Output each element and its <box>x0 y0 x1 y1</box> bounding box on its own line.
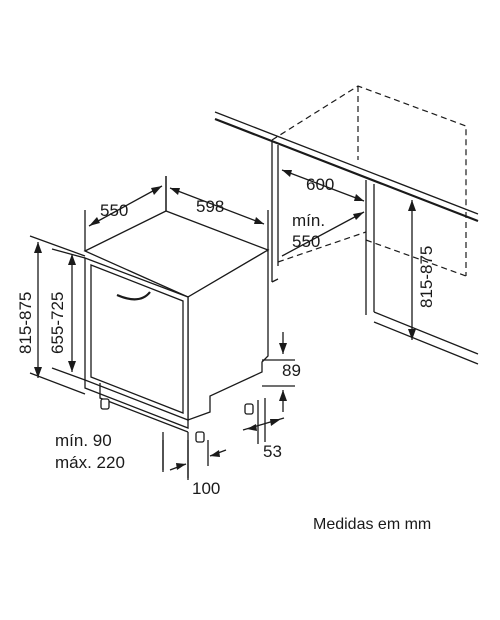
dimension-niche-width: 600 <box>281 169 365 202</box>
label-width: 598 <box>196 197 224 216</box>
label-unit-height: 815-875 <box>16 292 35 354</box>
label-plinth-recess: 53 <box>263 442 282 461</box>
dimension-unit-height: 815-875 <box>16 235 86 395</box>
label-niche-height: 815-875 <box>417 246 436 308</box>
label-niche-width: 600 <box>306 175 334 194</box>
dishwasher-body <box>83 210 270 443</box>
label-niche-depth-value: 550 <box>292 232 320 251</box>
label-plinth-height: 89 <box>282 361 301 380</box>
dimension-width: 598 <box>165 176 269 250</box>
label-niche-depth-prefix: mín. <box>292 211 325 230</box>
dimension-niche-depth: mín. 550 <box>281 211 365 257</box>
caption-units: Medidas em mm <box>313 516 431 533</box>
dimension-door-gap: mín. 90 máx. 220 <box>55 431 189 480</box>
label-door-gap-min: mín. 90 <box>55 431 112 450</box>
niche-outline <box>214 85 479 365</box>
label-door-gap-max: máx. 220 <box>55 453 125 472</box>
dimension-door-height: 655-725 <box>48 248 86 381</box>
label-door-height: 655-725 <box>48 292 67 354</box>
dimension-plinth-recess: 53 <box>242 398 285 461</box>
dimension-niche-height: 815-875 <box>408 200 436 340</box>
label-depth: 550 <box>100 201 128 220</box>
dimension-plinth-height: 89 <box>262 332 301 412</box>
label-foot-offset: 100 <box>192 479 220 498</box>
dimension-foot-offset: 100 <box>169 432 227 498</box>
